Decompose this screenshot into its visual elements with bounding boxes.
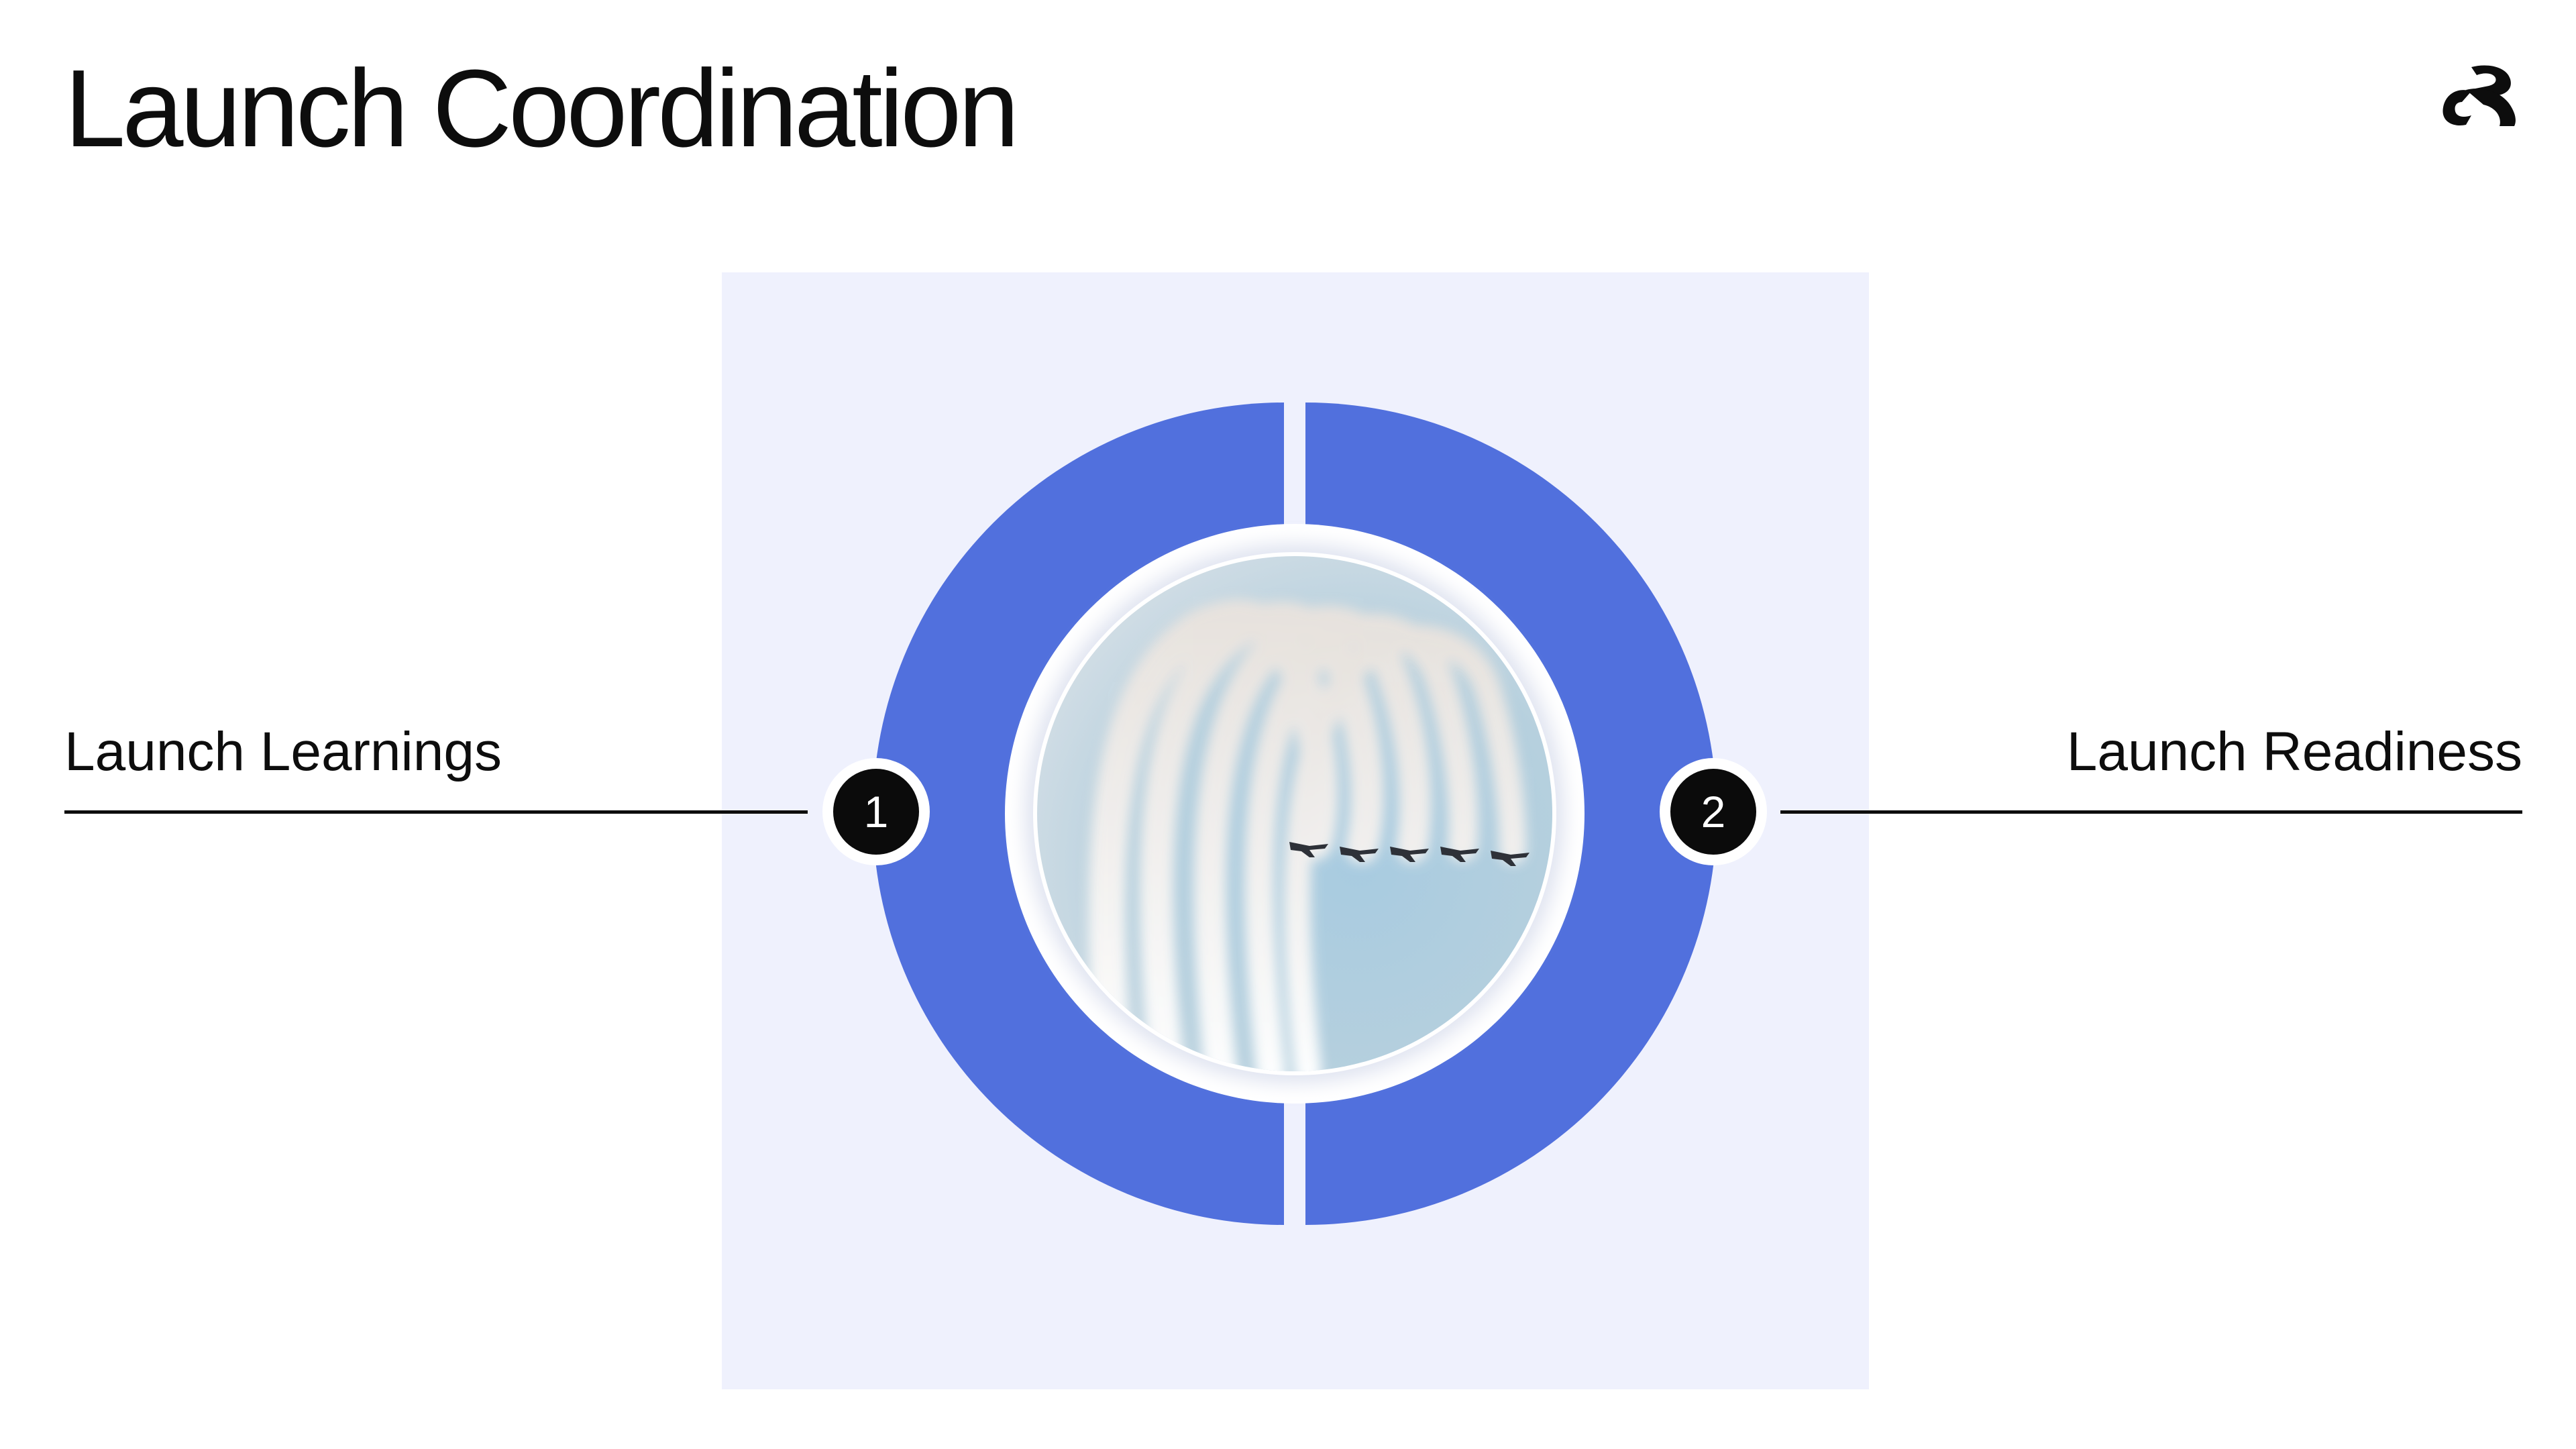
slide-title: Launch Coordination [64,47,1020,170]
step-marker-1: 1 [822,758,930,865]
label-launch-learnings: Launch Learnings [64,721,502,782]
connector-line-right [1780,810,2522,814]
connector-line-left [64,810,808,814]
label-launch-readiness: Launch Readiness [2066,721,2522,782]
center-photo [1037,556,1552,1071]
brand-logo-icon [2443,65,2516,126]
step-marker-2: 2 [1660,758,1767,865]
